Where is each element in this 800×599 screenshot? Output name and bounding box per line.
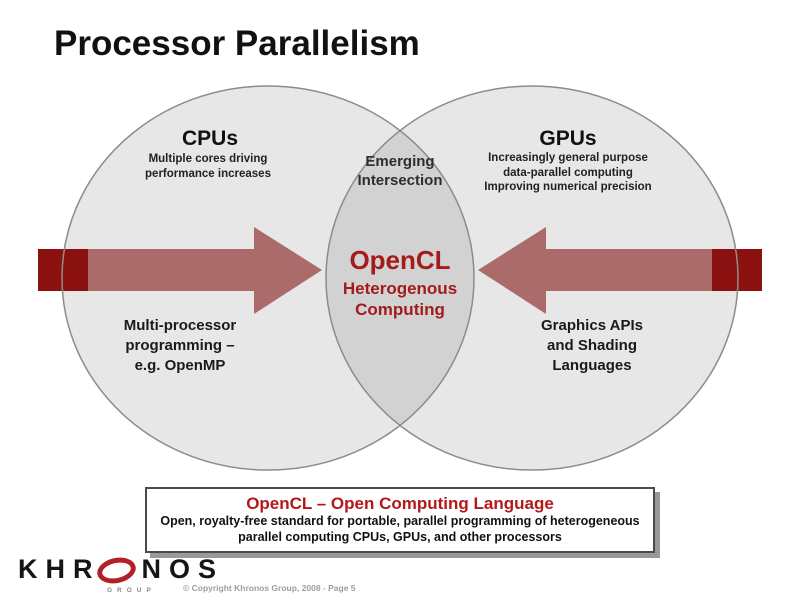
cpu-circle-outline [61,85,475,471]
callout-body-line1: Open, royalty-free standard for portable… [160,514,640,528]
intersection-label: Emerging Intersection [357,152,442,190]
gpu-subtitle-line2: data-parallel computing [503,166,633,179]
opencl-center-subtitle: Heterogenous Computing [343,278,457,320]
gpu-subtitle-line1: Increasingly general purpose [488,152,648,164]
opencl-center-subtitle-line1: Heterogenous [342,279,458,298]
opencl-callout-box: OpenCL – Open Computing Language Open, r… [145,487,655,553]
gpu-subtitle-line3: Improving numerical precision [484,181,652,193]
khronos-logo-letters-prefix: KHR [18,554,101,584]
gpu-subtitle: Increasingly general purpose data-parall… [484,151,651,195]
right-arrow [478,227,762,314]
cpu-subtitle-line1: Multiple cores driving [148,153,268,165]
gpu-note: Graphics APIs and Shading Languages [541,316,643,376]
venn-intersection [326,86,474,470]
gpu-note-line3: Languages [552,357,632,374]
opencl-center-title: OpenCL [349,245,451,275]
gpu-circle-outline [325,85,739,471]
callout-title: OpenCL – Open Computing Language [246,494,554,513]
left-arrow [38,227,322,314]
gpu-heading: GPUs [539,127,597,150]
khronos-ring-icon [94,554,138,587]
copyright-text: © Copyright Khronos Group, 2008 - Page 5 [183,583,356,593]
khronos-logo-group-label: GROUP [107,587,156,594]
cpu-note-line1: Multi-processor [123,317,237,334]
callout-body-line2: parallel computing CPUs, GPUs, and other… [238,529,562,544]
cpu-subtitle-line2: performance increases [145,167,271,180]
gpu-note-line1: Graphics APIs [541,317,643,334]
gpu-note-line2: and Shading [546,337,637,354]
slide-title: Processor Parallelism [54,24,420,63]
cpu-note-line2: programming – [125,337,235,354]
cpu-note-line3: e.g. OpenMP [134,357,226,374]
intersection-label-line1: Emerging [365,153,435,170]
khronos-logo-letters-suffix: NOS [141,554,225,584]
intersection-label-line2: Intersection [357,172,443,189]
cpu-subtitle: Multiple cores driving performance incre… [145,152,271,181]
opencl-center-subtitle-line2: Computing [355,300,445,319]
khronos-logo: KHR NOS [18,554,225,587]
cpu-heading: CPUs [181,127,239,150]
cpu-note: Multi-processor programming – e.g. OpenM… [124,316,237,376]
